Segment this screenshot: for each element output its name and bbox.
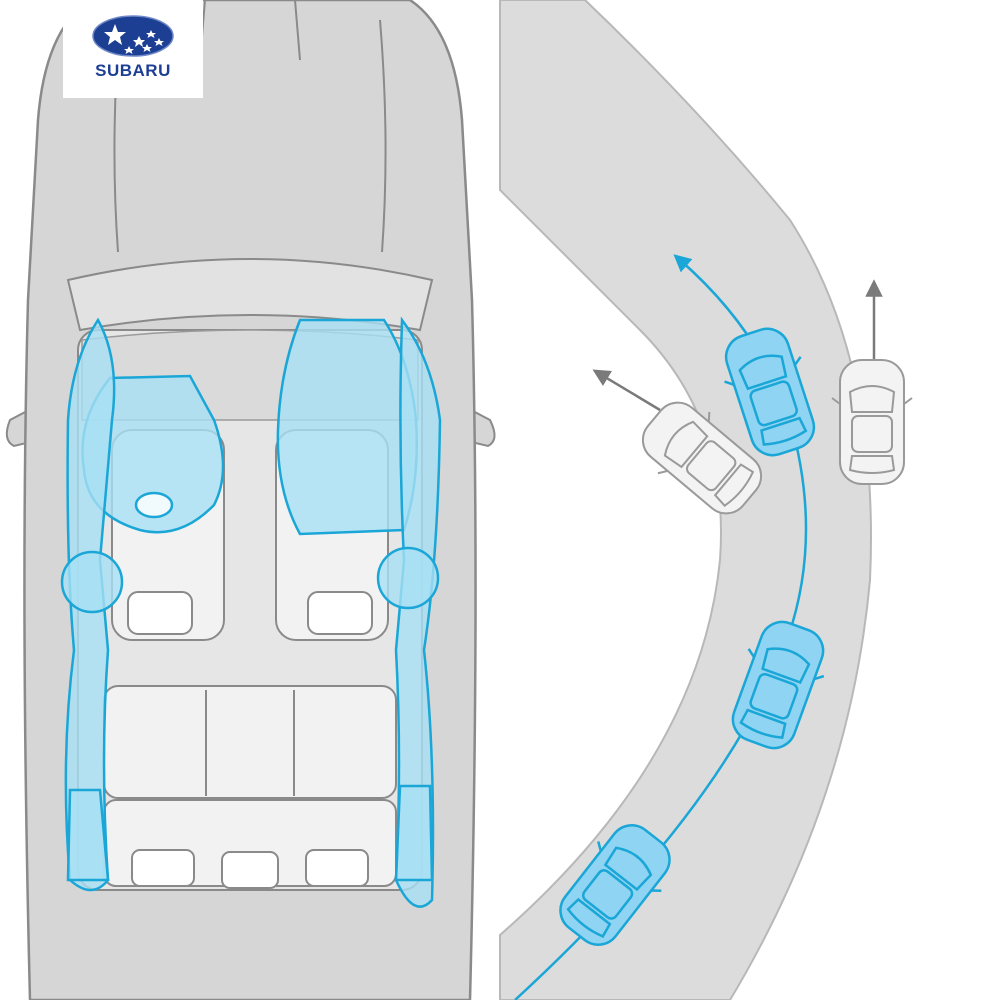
- subaru-emblem-icon: [92, 15, 174, 57]
- curved-road: [499, 0, 872, 1000]
- understeer-car: [831, 359, 913, 485]
- rear-seat: [103, 685, 397, 889]
- left-rear-side-airbag: [66, 788, 110, 882]
- right-curtain-airbag: [394, 316, 442, 908]
- right-rear-side-airbag: [394, 784, 434, 882]
- brand-wordmark: SUBARU: [95, 61, 171, 80]
- passenger-airbag: [276, 318, 419, 536]
- oversteer-arrow: [592, 369, 661, 412]
- airbags: [60, 316, 442, 908]
- windshield: [66, 258, 434, 332]
- right-side-airbag: [376, 546, 440, 610]
- car-top-view: [5, 0, 496, 1000]
- curve-scene: [499, 0, 1000, 1000]
- subaru-logo: SUBARU: [63, 0, 203, 98]
- left-side-airbag: [60, 550, 124, 614]
- steering-wheel-bag-center: [134, 491, 174, 519]
